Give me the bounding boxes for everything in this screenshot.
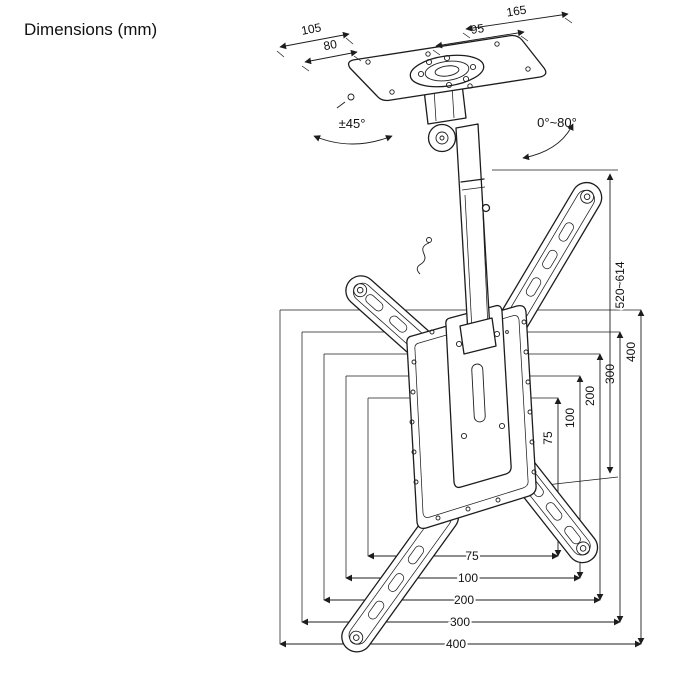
pole-plate-joint bbox=[459, 317, 497, 355]
plate-dimensions: 105 80 95 165 bbox=[276, 1, 573, 72]
cable-hook bbox=[416, 237, 432, 275]
tilt-hinge bbox=[427, 123, 457, 153]
vesa-dimension-boxes: 400 400 300 300 200 200 bbox=[279, 309, 645, 653]
diagram-title: Dimensions (mm) bbox=[24, 20, 158, 39]
tilt-arrow bbox=[313, 135, 393, 145]
vesa-horizontal-label-300: 300 bbox=[450, 615, 470, 629]
dim-105-label: 105 bbox=[300, 20, 323, 38]
vesa-vertical-label-200: 200 bbox=[583, 386, 597, 406]
vesa-box-400: 400 400 bbox=[279, 309, 645, 653]
vesa-vertical-label-400: 400 bbox=[624, 342, 638, 362]
adapter-plate bbox=[445, 304, 512, 489]
vesa-horizontal-label-400: 400 bbox=[446, 637, 466, 651]
pole-lock-knob bbox=[481, 203, 491, 213]
dim-165-label: 165 bbox=[505, 3, 527, 20]
vesa-vertical-label-75: 75 bbox=[541, 431, 555, 445]
drop-range-label: 520~614 bbox=[613, 261, 627, 308]
plate-screw bbox=[347, 93, 355, 101]
rotation-annotations: ±45° 0°~80° bbox=[313, 115, 577, 161]
vesa-horizontal-label-200: 200 bbox=[454, 593, 474, 607]
telescoping-pole bbox=[455, 123, 497, 355]
vesa-vertical-label-100: 100 bbox=[563, 408, 577, 428]
vesa-horizontal-label-75: 75 bbox=[465, 549, 479, 563]
swivel-arrow bbox=[522, 123, 574, 161]
ceiling-plate bbox=[336, 34, 547, 109]
dim-80-label: 80 bbox=[322, 37, 338, 53]
vesa-horizontal-label-100: 100 bbox=[458, 571, 478, 585]
tilt-angle-label: ±45° bbox=[339, 116, 366, 131]
dim-95-label: 95 bbox=[470, 21, 486, 37]
